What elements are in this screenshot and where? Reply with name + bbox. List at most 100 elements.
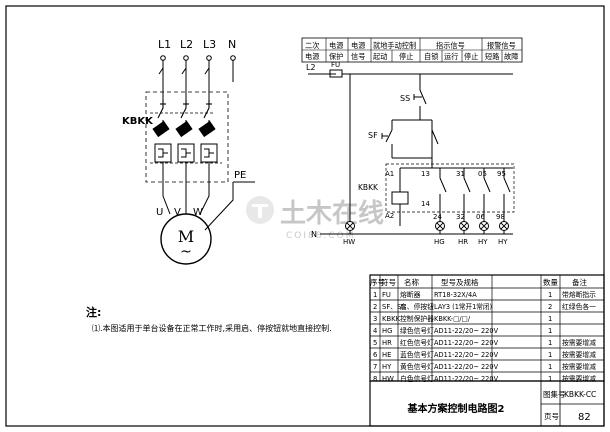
header-row2-4: 停止 [399, 52, 413, 61]
phase-label-l3: L3 [203, 38, 216, 51]
indicator-lamps [345, 221, 509, 231]
label-kbkk: KBKK [358, 183, 379, 192]
header-row2-3: 起动 [373, 52, 387, 61]
terminal-label-v: V [174, 207, 181, 218]
header-row2-6: 运行 [444, 52, 458, 61]
label-a1: A1 [385, 170, 394, 178]
trip-blocks [152, 120, 216, 138]
watermark-url: COI88.COM [286, 231, 355, 241]
table-cell-model: AD11-22/20~ 220V [434, 375, 499, 383]
table-header-5: 备注 [572, 277, 587, 287]
motor-letter: M [178, 227, 194, 246]
label-13: 13 [421, 170, 430, 178]
terminal-n [230, 55, 236, 61]
table-cell-remark: 带熔断指示 [562, 290, 596, 299]
lamp-hy-icon [479, 221, 489, 231]
terminal-l1 [160, 55, 166, 61]
label-14: 14 [421, 200, 430, 208]
table-cell-model: AD11-22/20~ 220V [434, 339, 499, 347]
notes-line-1: ⑴.本图适用于单台设备在正常工作时,采用启、停按钮就地直接控制. [92, 323, 332, 333]
label-lamp-hw: HW [343, 238, 355, 246]
watermark: 土木在线 COI88.COM [246, 196, 384, 241]
notes-title: 注: [86, 305, 101, 319]
phase-label-l2: L2 [180, 38, 193, 51]
table-cell-seq: 1 [373, 291, 377, 299]
table-cell-qty: 1 [548, 315, 552, 323]
label-95: 95 [497, 170, 506, 178]
header-row2-1: 保护 [329, 52, 343, 61]
header-row2-2: 信号 [351, 52, 365, 61]
table-cell-qty: 1 [548, 327, 552, 335]
header-row1-4: 指示信号 [436, 41, 465, 50]
lamp-hw-icon [345, 221, 355, 231]
overload-elements [150, 143, 222, 164]
sheet-frame [5, 5, 605, 427]
label-98: 98 [496, 213, 505, 221]
table-cell-remark: 按需要增减 [562, 338, 596, 347]
terminal-label-u: U [156, 207, 163, 218]
header-row1-0: 二次 [305, 41, 319, 50]
label-31: 31 [456, 170, 465, 178]
table-cell-remark: 红绿色各一 [562, 302, 596, 311]
breaker-box [145, 91, 229, 183]
notes-block: 注: ⑴.本图适用于单台设备在正常工作时,采用启、停按钮就地直接控制. [86, 305, 332, 333]
label-lamp-hr: HR [458, 238, 468, 246]
header-row2-5: 自锁 [424, 52, 438, 61]
atlas-value: KBKK-CC [564, 390, 596, 399]
table-cell-symbol: HY [382, 363, 392, 371]
table-cell-name: 蓝色信号灯 [400, 350, 434, 359]
atlas-label: 图集号 [543, 389, 566, 399]
label-l2: L2 [306, 63, 316, 72]
table-cell-name: 白色信号灯 [400, 374, 434, 383]
table-cell-seq: 4 [373, 327, 377, 335]
terminal-label-w: W [193, 207, 203, 218]
table-header-1: 符号 [381, 277, 396, 287]
table-cell-model: AD11-22/20~ 220V [434, 363, 499, 371]
table-cell-qty: 1 [548, 351, 552, 359]
phase-stubs [158, 67, 210, 75]
label-fu: FU [331, 61, 340, 69]
label-24: 24 [433, 213, 442, 221]
table-cell-seq: 6 [373, 351, 377, 359]
table-cell-qty: 1 [548, 339, 552, 347]
table-cell-symbol: FU [382, 291, 391, 299]
watermark-logo-icon [246, 196, 274, 224]
label-sf: SF [368, 131, 378, 140]
control-labels: L2 FU SS SF KBKK A1 A2 13 14 31 05 95 24… [306, 61, 508, 246]
table-header-0: 序号 [370, 277, 385, 287]
label-ss: SS [400, 94, 410, 103]
table-cell-model: AD11-22/20~ 220V [434, 351, 499, 359]
table-header-3: 型号及规格 [441, 277, 479, 287]
lamp-hr-icon [459, 221, 469, 231]
table-cell-symbol: SF、SS [382, 303, 406, 311]
table-cell-qty: 1 [548, 375, 552, 383]
table-cell-qty: 1 [548, 291, 552, 299]
motor-leads [162, 162, 210, 215]
table-cell-model: KBKK-□/□/ [434, 315, 471, 323]
table-cell-remark: 按需要增减 [562, 374, 596, 383]
label-lamp-hy: HY [478, 238, 488, 246]
relay-coil-kbkk [391, 191, 409, 205]
header-row1-5: 报警信号 [487, 41, 516, 50]
phase-wires [162, 60, 234, 100]
table-cell-symbol: HW [382, 375, 394, 383]
page-label: 页号 [544, 412, 559, 421]
drawing-title: 基本方案控制电路图2 [407, 402, 505, 415]
breaker-label: KBKK [122, 116, 154, 127]
table-cell-remark: 按需要增减 [562, 350, 596, 359]
pe-line [204, 181, 255, 231]
table-cell-name: 熔断器 [400, 290, 421, 299]
terminal-l3 [206, 55, 212, 61]
page-value: 82 [578, 412, 591, 423]
phase-label-l1: L1 [158, 38, 171, 51]
label-32: 32 [456, 213, 465, 221]
table-cell-model: LAY3 (1常开1常闭) [434, 302, 492, 311]
table-cell-name: 启、停按钮 [400, 302, 434, 311]
header-row1-1: 电源 [329, 41, 343, 50]
terminal-l2 [183, 55, 189, 61]
table-cell-symbol: HG [382, 327, 392, 335]
motor-power-circuit: L1 L2 L3 N KBKK [122, 38, 255, 265]
table-header-4: 数量 [543, 277, 558, 287]
